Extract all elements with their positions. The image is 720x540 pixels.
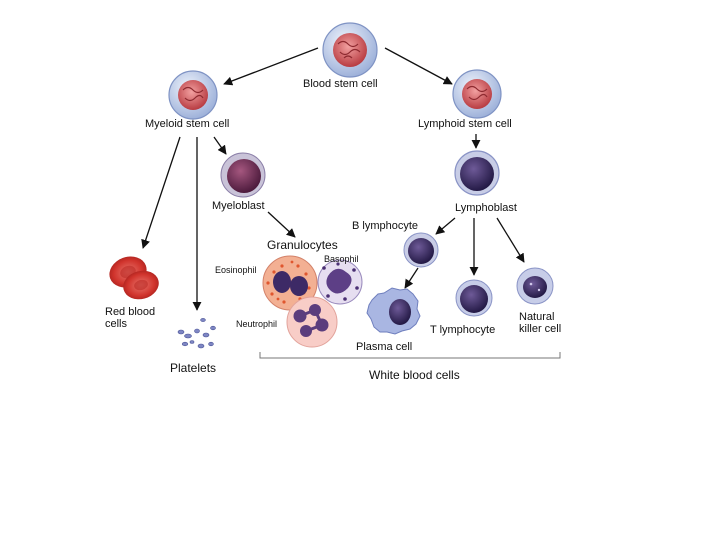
natural-killer-cell (516, 267, 554, 305)
myeloid-stem-cell (168, 70, 218, 120)
b-lymphocyte-cell (403, 232, 439, 268)
label-myeloblast: Myeloblast (212, 200, 265, 212)
arrows (141, 47, 525, 311)
label-lymphoid-stem-cell: Lymphoid stem cell (418, 118, 512, 130)
arrow-lymphoblast-to-nk-cell (496, 217, 525, 263)
label-basophil: Basophil (324, 254, 359, 264)
label-red-blood-cells: Red blood cells (105, 306, 156, 330)
platelets (177, 318, 216, 349)
eosinophil-cell (262, 255, 318, 311)
basophil-cell (317, 259, 363, 305)
neutrophil-cell (286, 296, 338, 348)
lymphoid-stem-cell (452, 69, 502, 119)
label-white-blood-cells: White blood cells (369, 368, 460, 382)
label-blood-stem-cell: Blood stem cell (303, 78, 378, 90)
label-myeloid-stem-cell: Myeloid stem cell (145, 118, 230, 130)
arrow-stem-to-myeloid (223, 47, 319, 86)
red-blood-cells (109, 256, 159, 300)
label-eosinophil: Eosinophil (215, 265, 257, 275)
arrow-myeloblast-to-granulocytes (267, 211, 296, 238)
label-natural-killer-cell: Natural killer cell (519, 311, 562, 335)
label-t-lymphocyte: T lymphocyte (430, 324, 496, 336)
white-blood-cells-bracket (259, 352, 561, 359)
blood-stem-cell (322, 22, 378, 78)
arrow-lymphoblast-to-b-lymphocyte (435, 217, 456, 235)
label-plasma-cell: Plasma cell (356, 341, 413, 353)
plasma-cell (366, 287, 421, 335)
arrow-stem-to-lymphoid (384, 47, 453, 85)
label-neutrophil: Neutrophil (236, 319, 278, 329)
lymphoblast-cell (454, 150, 500, 196)
label-lymphoblast: Lymphoblast (455, 202, 517, 214)
arrow-myeloid-to-myeloblast (213, 136, 227, 155)
arrow-myeloid-to-red-cells (141, 136, 181, 249)
arrow-b-to-plasma (404, 267, 419, 289)
t-lymphocyte-cell (455, 279, 493, 317)
myeloblast-cell (220, 152, 266, 198)
label-granulocytes: Granulocytes (267, 238, 338, 252)
label-platelets: Platelets (170, 361, 217, 375)
label-b-lymphocyte: B lymphocyte (352, 220, 419, 232)
